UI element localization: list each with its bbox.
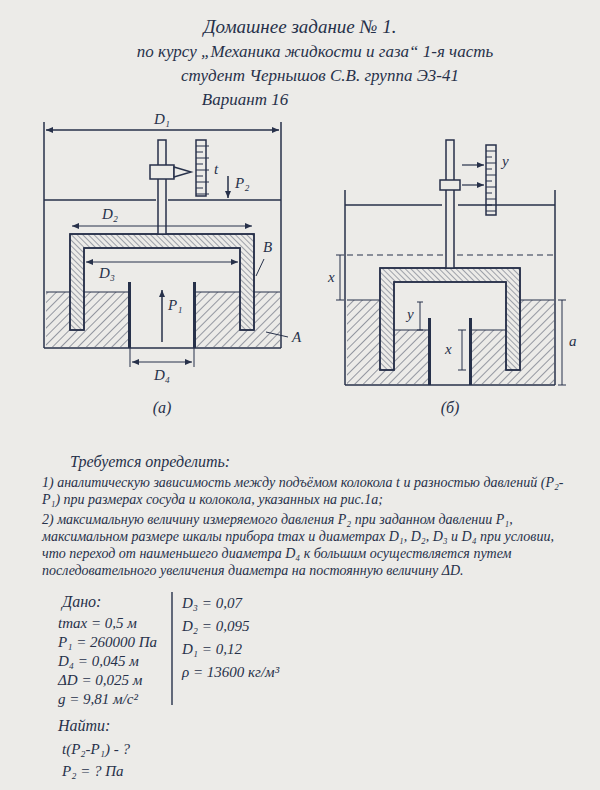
given-value: tmax = 0,5 м [58,614,137,632]
given-value: P₁ = 260000 Па [58,633,157,651]
leader-line [266,332,288,337]
liquid [520,300,554,384]
pressure-arrow [227,176,229,198]
given-value: D₄ = 0,045 м [58,652,139,670]
figure-caption: (а) [153,398,172,417]
student-line: студент Чернышов С.В. группа Э3-41 [181,66,459,86]
dimension-line [86,262,238,263]
vessel-cover [345,204,442,206]
vessel-cover [458,204,555,206]
given-value: g = 9,81 м/с² [58,690,138,708]
figure-a [44,122,288,367]
liquid [196,292,280,347]
liquid [347,300,380,384]
vessel-bottom [44,347,281,349]
given-value: ΔD = 0,025 м [58,671,142,689]
rod [158,140,166,234]
extension-line [194,348,195,367]
section-heading: Дано: [62,592,101,611]
dimension-label: y [406,305,415,323]
pointer-arrow [462,184,484,185]
scale-ticks [486,151,496,211]
given-value: ρ = 13600 кг/м³ [182,663,279,681]
scale-label: y [501,152,510,170]
page-title: Домашнее задание № 1. [204,16,397,39]
unknown-value: P₂ = ? Па [62,762,124,780]
dimension-label: D₁ [153,110,171,128]
extension-line [130,348,131,367]
dimension-label: x [444,340,453,358]
vessel-wall [554,190,556,385]
liquid [506,370,520,384]
vessel-wall [280,200,282,348]
part-label: B [262,238,273,256]
vessel-cover [168,199,281,201]
scale [486,145,496,215]
task-item: 1) аналитическую зависимость между подъё… [42,474,572,508]
section-heading: Требуется определить: [70,452,230,471]
dimension-mark [336,255,344,300]
liquid [380,370,394,384]
tube-wall [428,318,431,385]
figure-b [336,140,566,385]
given-value: D₂ = 0,095 [182,617,249,635]
vessel-bottom [345,384,555,386]
liquid-level [520,300,554,301]
liquid-level [196,292,280,293]
liquid [394,330,430,384]
dimension-label: D₄ [153,366,171,384]
extension-line [280,122,282,200]
pointer [150,165,174,179]
pointer [440,180,460,190]
pointer-arrow [462,164,484,165]
pointer-arrow [174,167,191,177]
task-item: 2) максимальную величину измеряемого дав… [42,511,572,579]
column-separator [171,592,172,705]
given-value: D₁ = 0,12 [182,640,242,658]
extension-line [43,122,45,200]
liquid-level [347,300,380,301]
liquid-level [46,292,128,293]
dimension-mark [417,302,423,330]
dimension-label: D₂ [101,205,119,223]
dimension-line [72,226,252,227]
dimension-label: a [568,332,578,350]
dimension-line [46,129,279,131]
unknown-value: t(P₂-P₁) - ? [62,740,130,758]
bell-hatch [380,268,520,370]
scale-label: t [213,160,219,178]
liquid-level [470,330,506,331]
vessel-cover [44,199,156,201]
dimension-label: x [327,268,336,286]
dimension-mark [558,300,566,385]
figure-caption: (б) [441,398,460,417]
tube-wall [193,282,196,348]
liquid [470,330,506,384]
vessel-wall [344,190,346,385]
pressure-label: P₁ [167,296,183,314]
given-value: D₃ = 0,07 [182,594,242,612]
rod [446,140,454,268]
section-heading: Найти: [58,716,110,735]
tube-wall [128,282,131,348]
liquid-level [394,330,430,331]
vessel-wall [43,200,45,348]
dimension-mark [458,330,466,370]
variant: Вариант 16 [202,90,288,110]
dimension-line [132,362,192,363]
pressure-arrow [161,290,163,342]
part-label: A [291,328,302,346]
scale-ticks [196,146,209,194]
pressure-label: P₂ [234,174,250,192]
liquid [46,292,128,347]
tube-wall [469,318,472,385]
subtitle: по курсу „Механика жидкости и газа“ 1-я … [137,42,493,62]
bell [380,268,520,370]
dimension-label: D₃ [98,264,116,282]
leader-line [256,259,264,276]
